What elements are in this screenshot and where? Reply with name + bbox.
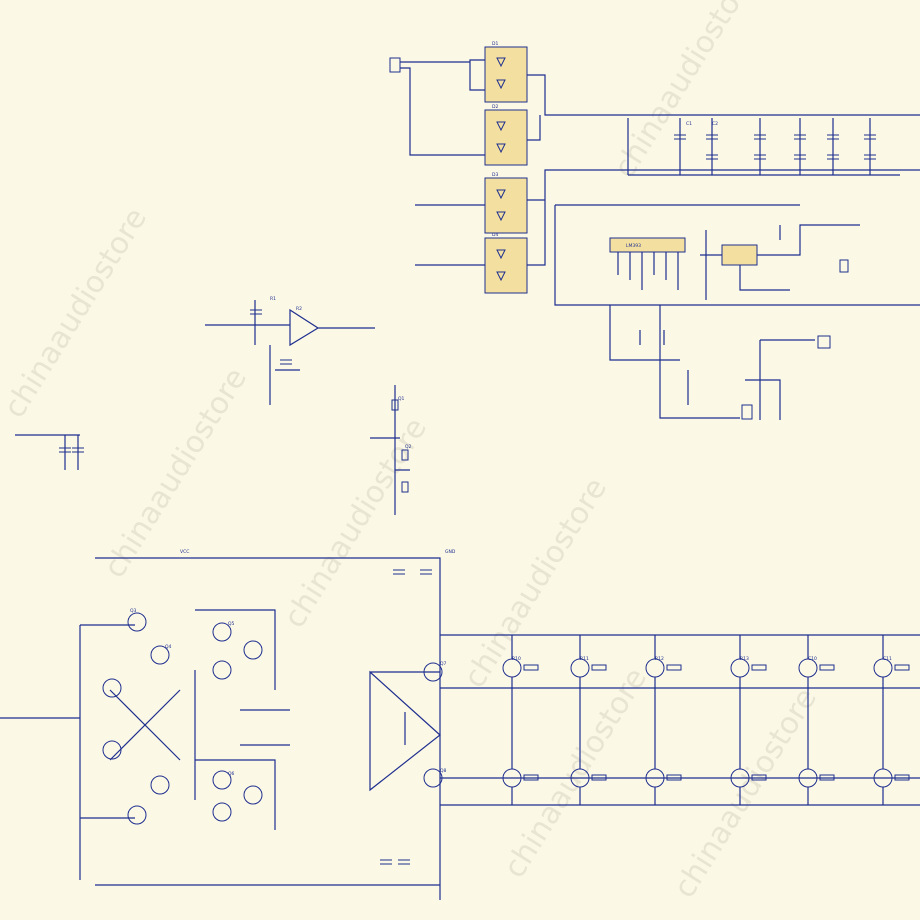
- watermark-6: chinaaudiostore: [497, 662, 654, 884]
- emitter-resistor: [751, 664, 767, 671]
- emitter-resistor: [591, 774, 607, 781]
- component-label: R13: [740, 656, 749, 662]
- component-label: C1: [686, 121, 692, 127]
- watermark-layer: chinaaudiostore chinaaudiostore chinaaud…: [0, 0, 824, 904]
- relay: [741, 404, 753, 420]
- speaker-connector: [817, 335, 831, 349]
- output-transistors: [502, 635, 910, 805]
- component-label: R11: [580, 656, 589, 662]
- component-label: D2: [492, 104, 498, 110]
- component-label: Q1: [398, 396, 405, 402]
- watermark-2: chinaaudiostore: [0, 202, 154, 424]
- protection-ic-label: LM393: [626, 243, 641, 249]
- component-label: Q4: [165, 644, 172, 650]
- bridge-rectifier-group: [484, 46, 528, 294]
- emitter-resistor: [591, 664, 607, 671]
- component-label: C11: [883, 656, 892, 662]
- emitter-resistor: [751, 774, 767, 781]
- aux-filter-circuit: [15, 434, 84, 470]
- output-stage: [440, 634, 920, 806]
- bias-network: [370, 385, 410, 515]
- component-label: Q8: [440, 768, 447, 774]
- emitter-resistor: [819, 664, 835, 671]
- component-label: Q3: [130, 608, 137, 614]
- watermark-3: chinaaudiostore: [97, 362, 254, 584]
- emitter-resistor: [523, 774, 539, 781]
- component-label: VCC: [180, 549, 189, 555]
- watermark-5: chinaaudiostore: [457, 472, 614, 694]
- component-label: R10: [512, 656, 521, 662]
- bridge-rectifier-2: [484, 109, 528, 166]
- component-label: C10: [808, 656, 817, 662]
- component-label: Q7: [440, 661, 447, 667]
- power-connector: [389, 57, 401, 73]
- emitter-resistor: [666, 774, 682, 781]
- component-label: Q2: [405, 444, 412, 450]
- component-label: R12: [655, 656, 664, 662]
- component-label: D4: [492, 232, 498, 238]
- component-label: Q5: [228, 621, 235, 627]
- protection-ic: [609, 237, 686, 253]
- aux-connector: [839, 259, 849, 273]
- emitter-resistor: [894, 774, 910, 781]
- emitter-resistor: [894, 664, 910, 671]
- bridge-rectifier-1: [484, 46, 528, 103]
- emitter-resistor: [819, 774, 835, 781]
- watermark-7: chinaaudiostore: [667, 682, 824, 904]
- amplifier-circuit: [0, 557, 443, 900]
- capacitor-bank: [627, 118, 900, 176]
- component-label: D3: [492, 172, 498, 178]
- component-label: D1: [492, 41, 498, 47]
- emitter-resistor: [523, 664, 539, 671]
- emitter-resistor: [666, 664, 682, 671]
- watermark-1: chinaaudiostore: [607, 0, 764, 184]
- voltage-regulator: [721, 244, 758, 266]
- input-buffer-circuit: [205, 300, 375, 405]
- component-label: GND: [445, 549, 456, 555]
- component-label: C2: [712, 121, 718, 127]
- bridge-rectifier-4: [484, 237, 528, 294]
- component-label: R1: [270, 296, 276, 302]
- component-label: Q6: [228, 771, 235, 777]
- component-label: R2: [296, 306, 302, 312]
- bridge-rectifier-3: [484, 177, 528, 234]
